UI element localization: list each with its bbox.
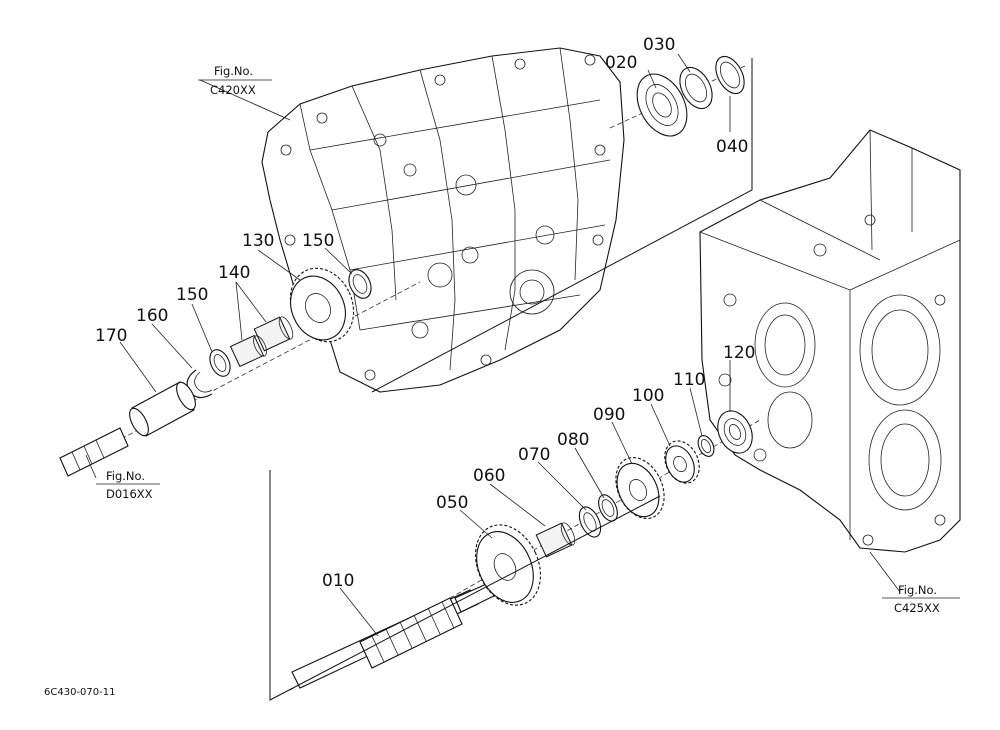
needle-bearing-060 — [535, 522, 576, 558]
bearing-120 — [717, 410, 753, 454]
sleeve-170 — [129, 381, 196, 437]
transmission-case-front — [261, 47, 625, 393]
callout-160: 160 — [136, 306, 168, 326]
callout-130: 130 — [242, 231, 274, 251]
callout-120: 120 — [723, 343, 755, 363]
callout-050: 050 — [436, 493, 468, 513]
callout-090: 090 — [593, 405, 625, 425]
gear-100 — [664, 440, 700, 484]
fig-ref-c425-label2: C425XX — [894, 601, 940, 615]
callout-030: 030 — [643, 35, 675, 55]
ring-110 — [697, 435, 715, 457]
fig-ref-c425-label1: Fig.No. — [898, 583, 937, 597]
group-boundary-lower — [269, 470, 661, 701]
fig-ref-c425: Fig.No. C425XX — [882, 583, 960, 615]
washer-150-lower — [209, 349, 231, 377]
callout-170: 170 — [95, 326, 127, 346]
main-shaft-010 — [291, 577, 507, 689]
transmission-case-rear — [699, 129, 961, 553]
callout-150-lower: 150 — [176, 285, 208, 305]
ring-040 — [715, 55, 745, 95]
callout-070: 070 — [518, 445, 550, 465]
fig-ref-c420-label1: Fig.No. — [214, 64, 253, 78]
fig-ref-d016: Fig.No. D016XX — [96, 469, 160, 501]
bearing-020 — [636, 73, 688, 137]
callout-080: 080 — [557, 430, 589, 450]
figure-code: 6C430-070-11 — [44, 687, 115, 698]
callout-060: 060 — [473, 466, 505, 486]
leader-lines — [85, 53, 901, 637]
needle-bearing-140 — [229, 316, 294, 368]
fig-ref-d016-label1: Fig.No. — [106, 469, 145, 483]
fig-ref-c420: Fig.No. C420XX — [198, 64, 272, 97]
callout-040: 040 — [716, 137, 748, 157]
callout-110: 110 — [673, 370, 705, 390]
collar-030 — [679, 66, 713, 110]
callouts: 020 030 040 130 150 140 150 160 170 120 … — [95, 35, 755, 591]
callout-020: 020 — [605, 53, 637, 73]
callout-010: 010 — [322, 571, 354, 591]
shaft-stub — [59, 427, 129, 477]
gear-090 — [615, 456, 665, 520]
callout-100: 100 — [632, 386, 664, 406]
snap-ring-160 — [186, 369, 213, 399]
gear-130 — [289, 267, 355, 343]
fig-ref-c420-label2: C420XX — [210, 83, 256, 97]
callout-140: 140 — [218, 263, 250, 283]
fig-ref-d016-label2: D016XX — [106, 487, 153, 501]
group-boundary-upper — [371, 58, 753, 393]
washer-150-upper — [348, 269, 372, 299]
callout-150-upper: 150 — [302, 231, 334, 251]
